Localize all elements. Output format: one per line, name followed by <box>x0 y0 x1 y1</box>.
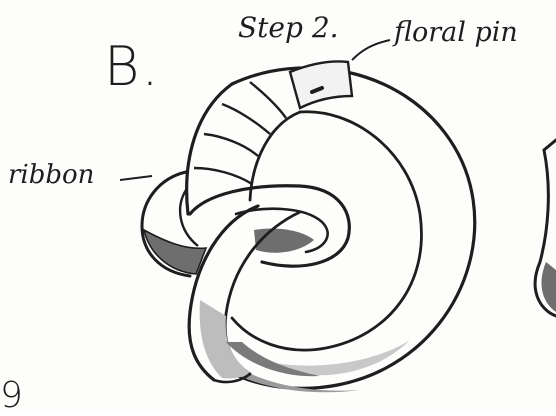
panel-letter-label: B. <box>104 40 161 94</box>
step-label: Step 2. <box>238 14 339 42</box>
segment-line-2 <box>222 104 270 134</box>
figure-number-label: 9 <box>0 378 23 414</box>
floral-pin-band <box>290 61 352 108</box>
segment-line-3 <box>204 134 258 156</box>
floral-pin-label: floral pin <box>394 19 518 46</box>
left-loop-inner-edge <box>180 190 198 246</box>
tail-body-shading <box>200 300 250 379</box>
next-figure-shading <box>541 262 556 312</box>
segment-line-1 <box>250 82 286 118</box>
left-loop-shadow <box>144 230 206 274</box>
floral-pin-leader-line <box>352 40 390 60</box>
ribbon-leader-line <box>120 176 152 180</box>
center-knot-shadow <box>254 228 314 252</box>
outer-loop-outline <box>212 68 475 389</box>
segment-line-4 <box>194 168 252 184</box>
ribbon-label: ribbon <box>8 162 94 188</box>
